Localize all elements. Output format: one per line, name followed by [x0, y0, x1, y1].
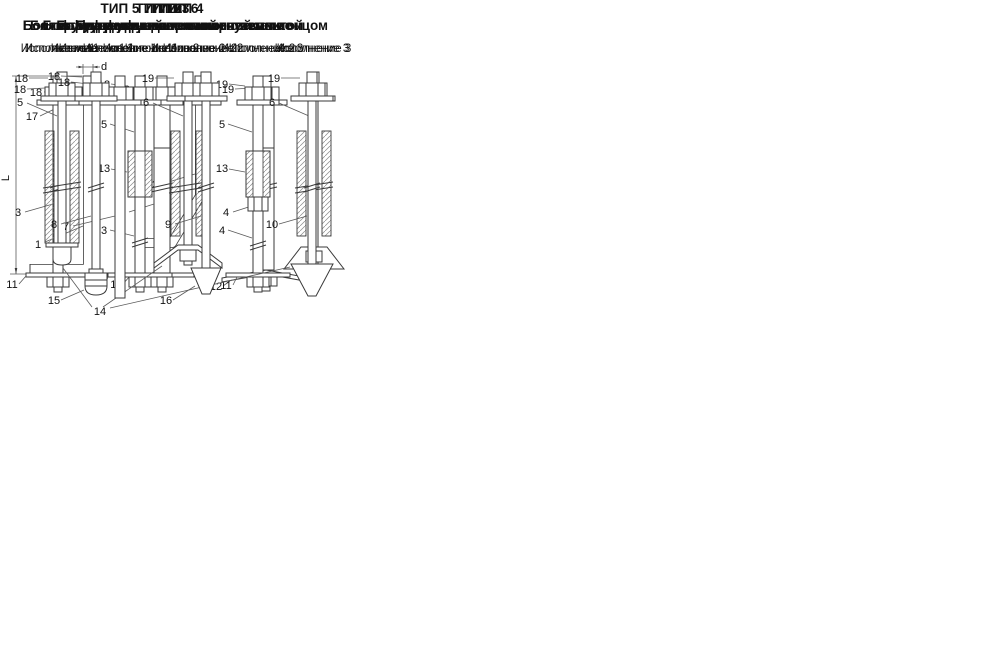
variant-label: Исполнение 3: [229, 43, 304, 55]
bolt-head: [184, 71, 228, 102]
callout-number: 5: [101, 119, 107, 131]
callout-number: 10: [266, 219, 278, 231]
callout-number: 9: [165, 219, 171, 231]
callout-number: 18: [58, 77, 70, 89]
section-title: ТИП 6: [159, 1, 199, 16]
callout: 5: [17, 97, 58, 117]
callout-number: 18: [48, 71, 60, 83]
variant-label: Исполнение 1: [25, 43, 100, 55]
variant-label: Исполнение 1: [21, 43, 96, 55]
variant-label: Исполнение 2: [221, 43, 296, 55]
callout-number: 18: [16, 73, 28, 85]
variant-label: Исполнение 2: [151, 43, 226, 55]
callout-number: 11: [6, 279, 17, 291]
section-title: ТИП 2: [143, 1, 183, 16]
callout-number: 13: [216, 163, 228, 175]
bolt-head: [290, 71, 334, 102]
variant-label: Исполнение 2: [169, 43, 244, 55]
variant-label: Исполнение 1: [51, 43, 126, 55]
callout-number: 18: [14, 84, 26, 96]
section-subtitle: Болты фундаментные с анкерной плитой: [22, 18, 304, 33]
callout-number: 3: [15, 207, 21, 219]
bolt-shank-bent: [29, 100, 93, 274]
callout: 6: [143, 97, 184, 117]
variant-label: Исполнение 3: [275, 43, 350, 55]
callout-number: 5: [17, 97, 23, 109]
conical-end: [190, 267, 222, 295]
section-subtitle: Болты фундаментные с коническим концом: [30, 18, 328, 33]
ribbed-expansion-anchor: [84, 268, 108, 296]
tip6-variant-2: 9 16: [160, 71, 228, 307]
callout: 6: [269, 97, 310, 117]
callout-number: 19: [142, 73, 154, 85]
conical-end: [290, 263, 334, 297]
callout: 19: [142, 73, 174, 85]
callout: 18: [16, 73, 48, 85]
callout: 11: [220, 276, 238, 292]
callout: 19: [268, 73, 300, 85]
callout-number: 15: [48, 295, 60, 307]
callout-number: 4: [223, 207, 229, 219]
callout-number: 3: [101, 225, 107, 237]
section-title: ТИП 1: [135, 1, 175, 16]
callout: 18: [14, 84, 46, 96]
coupling-sleeve: [127, 150, 153, 198]
callout: 5: [219, 119, 253, 133]
callout: 15: [48, 289, 85, 307]
tip6-variant-3: 10: [266, 71, 334, 297]
dimension-L: L: [0, 75, 82, 275]
section-subtitle: Болты фундаментные съемные: [75, 18, 293, 33]
callout: 8: [51, 215, 92, 231]
callout-number: 17: [26, 111, 38, 123]
callout-number: 19: [222, 84, 234, 96]
callout: 10: [266, 215, 308, 231]
callout-number: 18: [30, 87, 42, 99]
callout: 9: [165, 215, 202, 231]
callout: 16: [160, 285, 196, 307]
variant-label: Исполнение 1: [103, 43, 178, 55]
callout-number: 13: [98, 163, 110, 175]
section-title: ТИП 4: [164, 1, 204, 16]
joint-nut: [247, 196, 269, 212]
section-subtitle: Болты фундаментные составные: [56, 18, 284, 33]
callout-number: 16: [160, 295, 172, 307]
callout: 13: [216, 163, 246, 175]
section-subtitle: Болт фундаментный прямой: [22, 18, 218, 33]
callout-number: 7: [63, 221, 69, 233]
variant-label: Исполнение 1: [83, 43, 158, 55]
callout-number: 6: [143, 97, 149, 109]
coupling-sleeve: [245, 150, 271, 198]
bolt-shank: [307, 100, 317, 267]
callout-number: 6: [269, 97, 275, 109]
tip4-variant-1: 18 5: [16, 71, 84, 266]
variant-label: Исполнение 1: [59, 43, 134, 55]
section-title: ТИП 3: [150, 1, 190, 16]
callout: 18: [48, 71, 83, 83]
anchor-sleeve: [294, 130, 334, 237]
callout-number: 5: [219, 119, 225, 131]
callout-number: 4: [219, 225, 225, 237]
callout-number: 14: [94, 306, 106, 318]
callout-number: 19: [268, 73, 280, 85]
callout-number: 11: [220, 280, 231, 292]
tip6-variant-1: 18 8 15: [48, 71, 118, 307]
callout: 4: [219, 225, 253, 239]
bottom-nut: [45, 242, 79, 266]
tip1-variant-1: d L 18: [0, 61, 110, 275]
callout-number: 1: [35, 239, 41, 251]
tip6-drawing: Исполнение 1 Исполнение 2 Исполнение 3 1…: [48, 43, 350, 307]
section-tip6: ТИП 6 Болты фундаментные с коническим ко…: [0, 0, 358, 318]
section-title: ТИП 5: [100, 1, 140, 16]
section-subtitle: Болты фундаментные изогнутые: [42, 18, 268, 33]
variant-label: Исполнение 2: [125, 43, 200, 55]
variant-label: Исполнение 3: [277, 43, 352, 55]
dim-d-label: d: [101, 61, 107, 73]
bolt-head: [74, 71, 118, 102]
dim-L-label: L: [0, 175, 12, 181]
callout: 11: [6, 275, 27, 291]
callout-number: 8: [51, 219, 57, 231]
variant-label: Исполнение 2: [163, 43, 238, 55]
